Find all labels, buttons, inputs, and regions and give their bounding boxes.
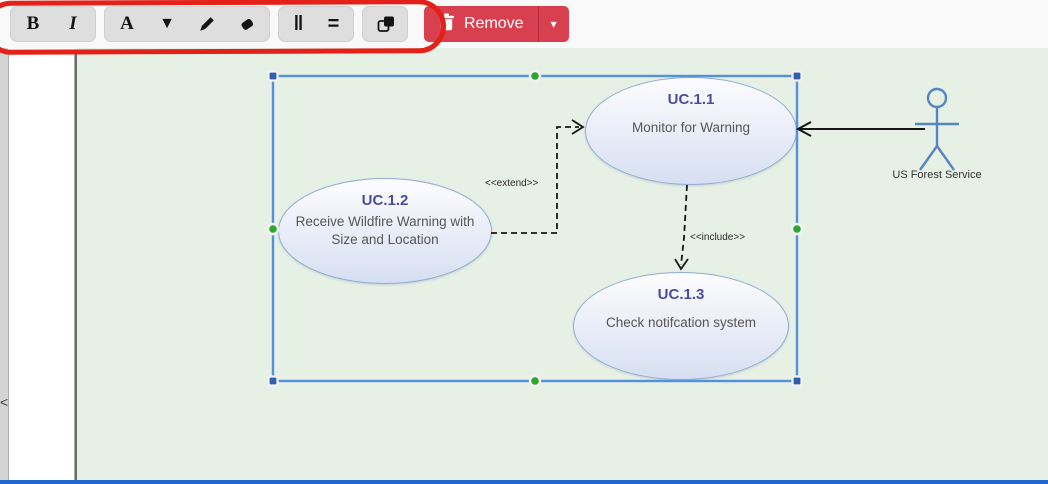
diagram-canvas[interactable]: UC.1.1 Monitor for Warning UC.1.2 Receiv… xyxy=(77,48,1048,484)
copy-icon xyxy=(374,13,396,35)
eraser-button[interactable] xyxy=(227,9,267,39)
actor-head xyxy=(926,87,948,109)
usecase-id: UC.1.1 xyxy=(667,91,715,108)
handle-left-mid[interactable] xyxy=(266,222,280,236)
font-button[interactable]: A xyxy=(120,13,134,34)
distribute-vertical-button[interactable]: ‖ xyxy=(293,12,304,35)
fill-color-filter-button[interactable]: ▼ xyxy=(159,15,175,32)
extend-arrowhead xyxy=(571,119,585,135)
eraser-icon xyxy=(237,14,257,34)
left-side-panel[interactable] xyxy=(8,50,75,484)
actor-figure[interactable] xyxy=(915,87,959,171)
handle-top-mid[interactable] xyxy=(528,69,542,83)
bottom-blue-bar xyxy=(0,480,1048,484)
usecase-label: Monitor for Warning xyxy=(631,120,751,135)
handle-bottom-left[interactable] xyxy=(267,375,279,387)
include-arrow[interactable] xyxy=(680,184,688,266)
actor-leg-right xyxy=(936,145,955,171)
text-style-group: B I xyxy=(10,6,96,42)
remove-button-divider xyxy=(537,6,539,42)
collapse-chevron-left-icon[interactable]: < xyxy=(0,394,9,410)
usecase-label: Receive Wildfire Warning with Size and L… xyxy=(295,214,475,247)
handle-bottom-mid[interactable] xyxy=(528,374,542,388)
align-group: ‖ = xyxy=(278,6,354,42)
handle-top-right[interactable] xyxy=(791,70,803,82)
copy-button[interactable] xyxy=(365,9,405,39)
usecase-id: UC.1.3 xyxy=(657,286,705,303)
distribute-horizontal-button[interactable]: = xyxy=(327,12,340,35)
usecase-id: UC.1.2 xyxy=(361,192,409,209)
usecase-label: Check notifcation system xyxy=(605,315,757,330)
panel-divider[interactable] xyxy=(75,50,77,484)
main-area: < UC.1.1 Monitor for Warning UC.1.2 Rece… xyxy=(0,48,1048,484)
clipboard-group xyxy=(362,6,408,42)
remove-dropdown-button[interactable]: ▾ xyxy=(539,6,569,42)
trash-icon xyxy=(438,13,455,36)
toolbar: B I A ▼ ‖ = xyxy=(0,0,1048,55)
italic-button[interactable]: I xyxy=(69,13,77,34)
usecase-uc-1-3[interactable]: UC.1.3 Check notifcation system xyxy=(573,272,789,380)
format-group: A ▼ xyxy=(104,6,270,42)
bold-button[interactable]: B xyxy=(26,13,40,34)
include-relationship-label: <<include>> xyxy=(690,232,746,243)
remove-button-label: Remove xyxy=(464,15,524,32)
pencil-button[interactable] xyxy=(187,9,227,39)
remove-button[interactable]: Remove ▾ xyxy=(424,6,569,42)
actor-label: US Forest Service xyxy=(892,169,982,181)
handle-right-mid[interactable] xyxy=(790,222,804,236)
panel-collapse-gutter: < xyxy=(0,48,8,484)
diagram-connectors-layer xyxy=(266,69,959,388)
usecase-uc-1-1[interactable]: UC.1.1 Monitor for Warning xyxy=(585,77,797,185)
handle-bottom-right[interactable] xyxy=(791,375,803,387)
usecase-uc-1-2[interactable]: UC.1.2 Receive Wildfire Warning with Siz… xyxy=(278,178,492,284)
chevron-down-icon: ▾ xyxy=(550,17,557,31)
include-arrowhead xyxy=(674,258,689,271)
association-arrowhead xyxy=(795,121,812,137)
remove-button-main[interactable]: Remove xyxy=(424,6,538,42)
pencil-icon xyxy=(197,14,217,34)
actor-leg-left xyxy=(919,145,938,171)
extend-relationship-label: <<extend>> xyxy=(485,178,539,189)
handle-top-left[interactable] xyxy=(267,70,279,82)
